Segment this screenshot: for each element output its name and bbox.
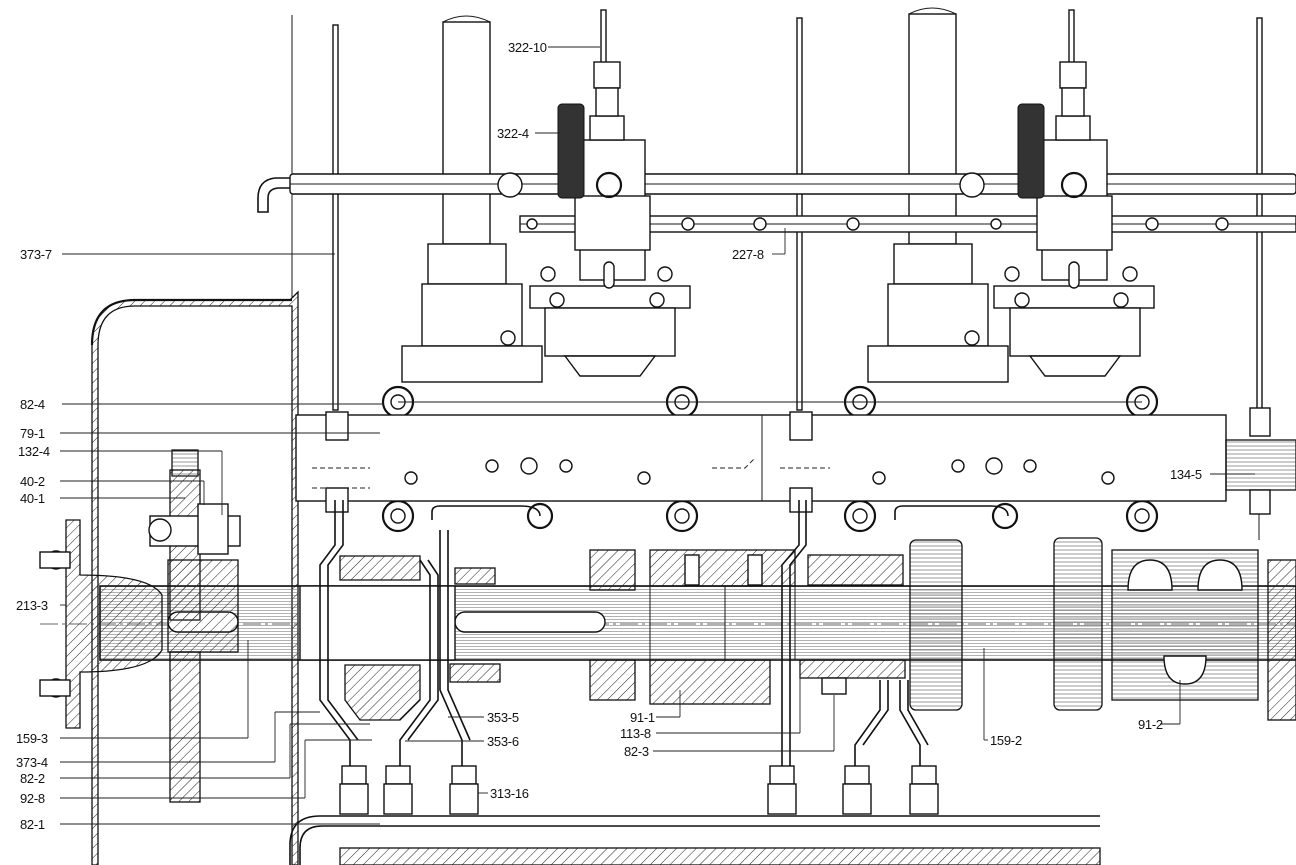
gear-sprocket (148, 449, 241, 803)
lower-links (431, 502, 1019, 530)
label-373-7: 373-7 (20, 247, 52, 262)
label-134-5: 134-5 (1170, 467, 1202, 482)
end-flange (39, 519, 163, 729)
label-313-16: 313-16 (490, 786, 529, 801)
label-91-2: 91-2 (1138, 717, 1163, 732)
beam-holes (404, 457, 1115, 485)
label-92-8: 92-8 (20, 791, 45, 806)
label-40-2: 40-2 (20, 474, 45, 489)
label-82-3: 82-3 (624, 744, 649, 759)
label-40-1: 40-1 (20, 491, 45, 506)
label-82-1: 82-1 (20, 817, 45, 832)
label-91-1: 91-1 (630, 710, 655, 725)
lube-pipes (319, 500, 929, 770)
label-82-4: 82-4 (20, 397, 45, 412)
label-322-4: 322-4 (497, 126, 529, 141)
label-353-5: 353-5 (487, 710, 519, 725)
cam-discs (909, 537, 1296, 721)
label-373-4: 373-4 (16, 755, 48, 770)
label-79-1: 79-1 (20, 426, 45, 441)
label-159-2: 159-2 (990, 733, 1022, 748)
label-322-10: 322-10 (508, 40, 547, 55)
label-159-3: 159-3 (16, 731, 48, 746)
bearings (339, 549, 906, 721)
part-labels: 322-10 322-4 373-7 227-8 82-4 79-1 132-4… (16, 40, 1202, 832)
pivot-bolts (381, 385, 1159, 533)
label-82-2: 82-2 (20, 771, 45, 786)
label-132-4: 132-4 (18, 444, 50, 459)
valve-unit-2 (867, 61, 1155, 383)
upper-linkage (257, 173, 1296, 233)
vertical-columns (442, 7, 957, 245)
tie-rods (332, 9, 1263, 411)
main-beam (295, 407, 1296, 540)
label-227-8: 227-8 (732, 247, 764, 262)
valve-unit-1 (401, 61, 691, 383)
label-353-6: 353-6 (487, 734, 519, 749)
leader-lines (60, 46, 1255, 825)
frame-housing (90, 15, 299, 865)
label-113-8: 113-8 (620, 726, 651, 741)
small-fittings (681, 217, 1229, 231)
pipe-fittings (339, 765, 939, 815)
label-213-3: 213-3 (16, 598, 48, 613)
bottom-manifold (289, 815, 1101, 865)
